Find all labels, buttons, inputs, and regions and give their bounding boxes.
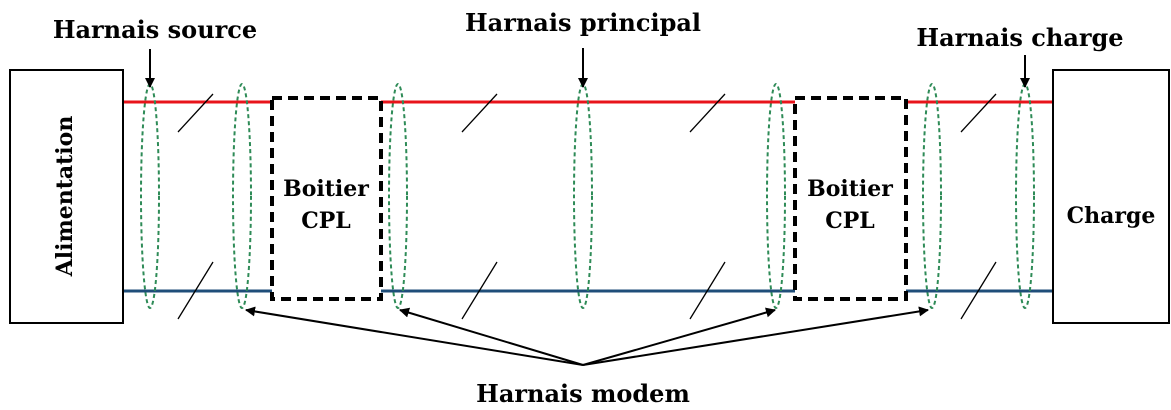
harness-loop-modem-2 (388, 83, 408, 309)
charge-label: Charge (1067, 203, 1156, 229)
boitier-cpl-1-line2: CPL (301, 208, 351, 234)
harnais-principal-label: Harnais principal (465, 8, 701, 37)
boitier-cpl-1-line1: Boitier (283, 176, 369, 202)
boitier-cpl-box-2 (793, 96, 908, 301)
modem-arrow-4 (582, 306, 929, 366)
boitier-cpl-2-line2: CPL (825, 208, 875, 234)
modem-arrow-2 (399, 307, 584, 366)
slash-mark (177, 93, 214, 133)
wire-slash-marks (177, 93, 997, 320)
harness-loop-principal (573, 83, 593, 309)
alimentation-box (9, 69, 124, 324)
slash-mark (960, 261, 997, 320)
modem-arrow-3 (582, 307, 776, 366)
harnais-charge-label: Harnais charge (916, 23, 1123, 52)
harness-loop-modem-4 (922, 83, 942, 309)
harnais-modem-label: Harnais modem (476, 379, 690, 408)
slash-mark (461, 261, 498, 320)
harnais-source-label: Harnais source (53, 15, 257, 44)
alimentation-label: Alimentation (52, 116, 78, 278)
slash-mark (461, 93, 498, 133)
slash-mark (689, 261, 726, 320)
boitier-cpl-2-line1: Boitier (807, 176, 893, 202)
harness-loop-modem-3 (766, 83, 786, 309)
slash-mark (689, 93, 726, 133)
slash-mark (960, 93, 997, 133)
charge-box (1052, 69, 1170, 324)
harness-loop-source (140, 83, 160, 309)
harness-loop-charge (1015, 83, 1035, 309)
harness-loop-modem-1 (232, 83, 252, 309)
harnais-modem-arrows (245, 306, 929, 366)
boitier-cpl-box-1 (270, 96, 383, 301)
slash-mark (177, 261, 214, 320)
modem-arrow-1 (245, 306, 584, 366)
